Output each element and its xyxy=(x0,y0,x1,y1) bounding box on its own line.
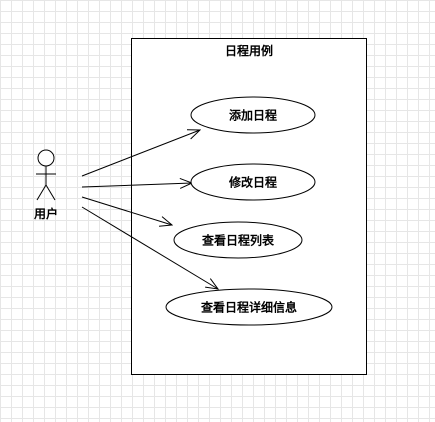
use-case-label: 添加日程 xyxy=(229,108,277,123)
use-case-list[interactable]: 查看日程列表 xyxy=(173,221,303,259)
system-title: 日程用例 xyxy=(225,43,273,58)
use-case-ellipse xyxy=(173,221,303,259)
actor-label: 用户 xyxy=(33,206,58,221)
use-case-label: 查看日程详细信息 xyxy=(200,300,297,315)
association-detail[interactable] xyxy=(81,206,218,289)
use-case-detail[interactable]: 查看日程详细信息 xyxy=(165,288,333,326)
use-case-ellipse xyxy=(190,96,316,134)
use-case-ellipse xyxy=(165,288,333,326)
association-add[interactable] xyxy=(81,130,200,177)
associations xyxy=(81,130,218,289)
use-case-ellipse xyxy=(190,163,316,201)
association-list[interactable] xyxy=(81,196,172,225)
use-case-label: 查看日程列表 xyxy=(201,233,275,248)
association-edit[interactable] xyxy=(81,183,192,187)
use-case-edit[interactable]: 修改日程 xyxy=(190,163,316,201)
use-case-add[interactable]: 添加日程 xyxy=(190,96,316,134)
use-case-label: 修改日程 xyxy=(228,175,277,190)
actor-right-leg xyxy=(45,184,56,201)
actor-left-leg xyxy=(36,184,47,201)
actor-user[interactable] xyxy=(36,149,56,201)
actor-head xyxy=(37,149,55,167)
